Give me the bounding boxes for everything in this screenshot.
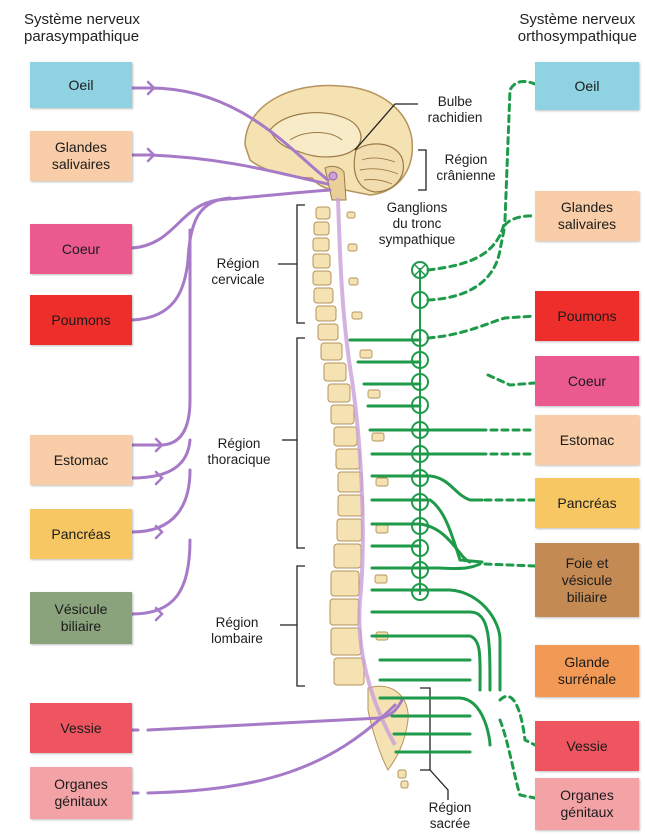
ortho-organ-oeil: Oeil bbox=[535, 62, 639, 110]
orthosympathetic-title: Système nerveux orthosympathique bbox=[518, 11, 637, 45]
label-ganglions: Ganglions du tronc sympathique bbox=[364, 200, 470, 248]
label-region-thoracique: Région thoracique bbox=[194, 436, 284, 468]
ortho-organ-glande-surrenale: Glande surrénale bbox=[535, 645, 639, 697]
para-organ-coeur: Coeur bbox=[30, 224, 132, 274]
ortho-organ-estomac: Estomac bbox=[535, 415, 639, 465]
para-organ-poumons: Poumons bbox=[30, 295, 132, 345]
ortho-organ-pancreas: Pancréas bbox=[535, 478, 639, 528]
para-organ-organes-genitaux: Organes génitaux bbox=[30, 767, 132, 819]
parasympathetic-title: Système nerveux parasympathique bbox=[24, 11, 140, 45]
label-region-sacree: Région sacrée bbox=[412, 800, 488, 832]
label-region-cranienne: Région crânienne bbox=[426, 152, 506, 184]
label-region-lombaire: Région lombaire bbox=[194, 615, 280, 647]
para-organ-pancreas: Pancréas bbox=[30, 509, 132, 559]
label-bulbe-rachidien: Bulbe rachidien bbox=[420, 94, 490, 126]
para-organ-estomac: Estomac bbox=[30, 435, 132, 485]
para-organ-glandes-salivaires: Glandes salivaires bbox=[30, 131, 132, 181]
ortho-organ-poumons: Poumons bbox=[535, 291, 639, 341]
para-organ-vesicule-biliaire: Vésicule biliaire bbox=[30, 592, 132, 644]
sympathetic-nerves-dashed bbox=[428, 82, 535, 798]
ortho-organ-coeur: Coeur bbox=[535, 356, 639, 406]
para-organ-vessie: Vessie bbox=[30, 703, 132, 753]
ortho-organ-organes-genitaux: Organes génitaux bbox=[535, 778, 639, 830]
ortho-organ-vessie: Vessie bbox=[535, 721, 639, 771]
ortho-organ-foie-vesicule: Foie et vésicule biliaire bbox=[535, 543, 639, 617]
para-organ-oeil: Oeil bbox=[30, 62, 132, 108]
ortho-organ-glandes-salivaires: Glandes salivaires bbox=[535, 191, 639, 241]
label-region-cervicale: Région cervicale bbox=[196, 256, 280, 288]
